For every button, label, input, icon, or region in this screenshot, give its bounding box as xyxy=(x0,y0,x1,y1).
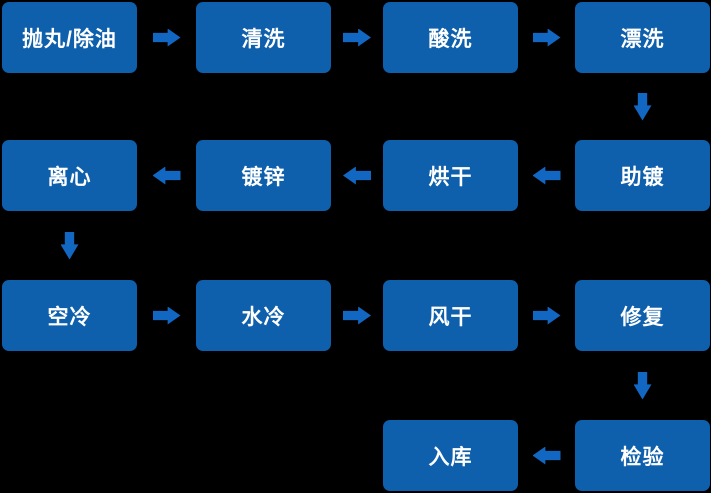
node-label-air-cooling: 空冷 xyxy=(47,305,92,329)
node-label-air-drying: 风干 xyxy=(428,305,473,329)
node-galvanizing: 镀锌 xyxy=(196,140,331,211)
node-inspection: 检验 xyxy=(575,420,710,491)
node-label-water-cooling: 水冷 xyxy=(241,305,286,329)
flow-arrow-right-icon xyxy=(532,28,561,47)
node-oven-drying: 烘干 xyxy=(383,140,518,211)
flow-arrow-left-icon xyxy=(532,166,561,185)
node-rinsing: 漂洗 xyxy=(575,2,710,73)
flow-arrow-down-icon xyxy=(633,371,652,400)
node-label-galvanizing: 镀锌 xyxy=(241,165,286,189)
node-shot-blast-degrease: 抛丸/除油 xyxy=(2,2,137,73)
node-label-fluxing: 助镀 xyxy=(620,165,665,189)
node-air-drying: 风干 xyxy=(383,280,518,351)
node-fluxing: 助镀 xyxy=(575,140,710,211)
flow-arrow-left-icon xyxy=(152,166,181,185)
flow-arrow-down-icon xyxy=(633,92,652,121)
node-cleaning: 清洗 xyxy=(196,2,331,73)
node-label-cleaning: 清洗 xyxy=(241,27,286,51)
node-label-shot-blast-degrease: 抛丸/除油 xyxy=(22,27,117,51)
flow-arrow-down-icon xyxy=(60,231,79,260)
flow-arrow-right-icon xyxy=(343,306,371,325)
flow-arrow-right-icon xyxy=(152,28,181,47)
node-label-acid-pickling: 酸洗 xyxy=(428,27,473,51)
node-label-repairing: 修复 xyxy=(620,305,665,329)
flow-arrow-right-icon xyxy=(343,28,371,47)
node-water-cooling: 水冷 xyxy=(196,280,331,351)
flow-arrow-left-icon xyxy=(532,446,561,465)
node-label-rinsing: 漂洗 xyxy=(620,27,665,51)
flow-arrow-right-icon xyxy=(152,306,181,325)
node-label-inspection: 检验 xyxy=(620,445,665,469)
node-warehousing: 入库 xyxy=(383,420,518,491)
node-air-cooling: 空冷 xyxy=(2,280,137,351)
node-label-centrifuging: 离心 xyxy=(47,165,92,189)
node-centrifuging: 离心 xyxy=(2,140,137,211)
node-acid-pickling: 酸洗 xyxy=(383,2,518,73)
flow-arrow-left-icon xyxy=(343,166,371,185)
node-label-oven-drying: 烘干 xyxy=(428,165,473,189)
node-label-warehousing: 入库 xyxy=(428,445,473,469)
flow-arrow-right-icon xyxy=(532,306,561,325)
node-repairing: 修复 xyxy=(575,280,710,351)
